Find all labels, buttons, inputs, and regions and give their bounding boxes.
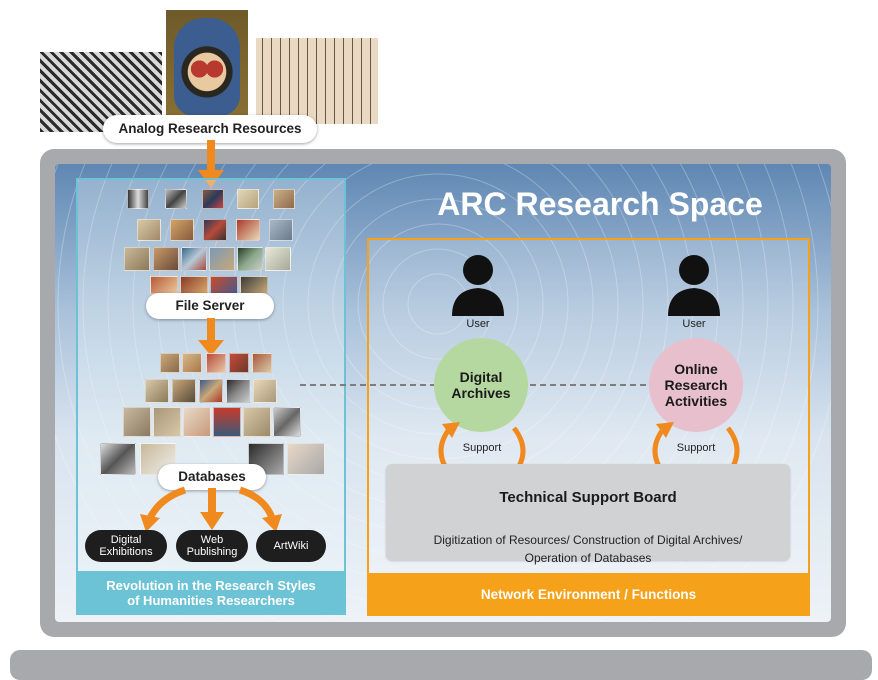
thumb	[236, 219, 260, 241]
thumb	[273, 189, 295, 209]
thumb	[287, 443, 325, 475]
bottom-bar	[10, 650, 872, 680]
thumb	[165, 189, 187, 209]
thumb	[202, 189, 224, 209]
analog-image-portrait	[166, 10, 248, 124]
analog-image-manuscript	[256, 38, 378, 124]
user-label-left: User	[466, 318, 490, 330]
digital-archives-circle: Digital Archives	[434, 338, 528, 432]
thumb	[206, 353, 226, 373]
page-title: ARC Research Space	[437, 186, 763, 222]
thumb	[137, 219, 161, 241]
digital-exhibitions-button[interactable]: Digital Exhibitions	[85, 530, 167, 562]
thumb	[252, 353, 272, 373]
artwiki-button[interactable]: ArtWiki	[256, 530, 326, 562]
web-publishing-button[interactable]: Web Publishing	[176, 530, 248, 562]
thumb	[170, 219, 194, 241]
thumb	[145, 379, 169, 403]
analog-image-pattern	[40, 52, 162, 132]
thumb	[203, 219, 227, 241]
thumb	[210, 276, 238, 294]
user-label-right: User	[682, 318, 706, 330]
file-server-label: File Server	[146, 293, 274, 319]
thumb	[199, 379, 223, 403]
board-description: Digitization of Resources/ Construction …	[433, 533, 743, 565]
arrow-down-icon	[198, 318, 224, 356]
thumb	[180, 276, 208, 294]
thumb	[209, 247, 235, 271]
left-panel-footer: Revolution in the Research Styles of Hum…	[76, 571, 346, 615]
user-icon	[668, 255, 720, 316]
thumb	[243, 407, 271, 437]
support-label-right: Support	[676, 442, 716, 454]
databases-label: Databases	[158, 464, 266, 490]
thumb	[240, 276, 268, 294]
thumb	[153, 407, 181, 437]
thumb	[265, 247, 291, 271]
thumb	[229, 353, 249, 373]
right-panel-footer: Network Environment / Functions	[367, 573, 810, 616]
analog-resources-label: Analog Research Resources	[103, 115, 317, 143]
thumb	[153, 247, 179, 271]
thumb	[124, 247, 150, 271]
thumb	[123, 407, 151, 437]
thumb	[183, 407, 211, 437]
thumb	[253, 379, 277, 403]
thumb	[160, 353, 180, 373]
thumb	[150, 276, 178, 294]
thumb	[237, 189, 259, 209]
thumb	[181, 247, 207, 271]
thumb	[100, 443, 136, 475]
online-research-circle: Online Research Activities	[649, 338, 743, 432]
thumb	[127, 189, 149, 209]
thumb	[213, 407, 241, 437]
technical-support-board	[386, 464, 790, 560]
support-label-left: Support	[462, 442, 502, 454]
thumb	[226, 379, 250, 403]
thumb	[182, 353, 202, 373]
thumb	[269, 219, 293, 241]
board-title: Technical Support Board	[499, 489, 677, 506]
thumb	[172, 379, 196, 403]
thumb	[273, 407, 301, 437]
branch-arrows-icon	[140, 486, 282, 532]
user-icon	[452, 255, 504, 316]
thumb	[237, 247, 263, 271]
